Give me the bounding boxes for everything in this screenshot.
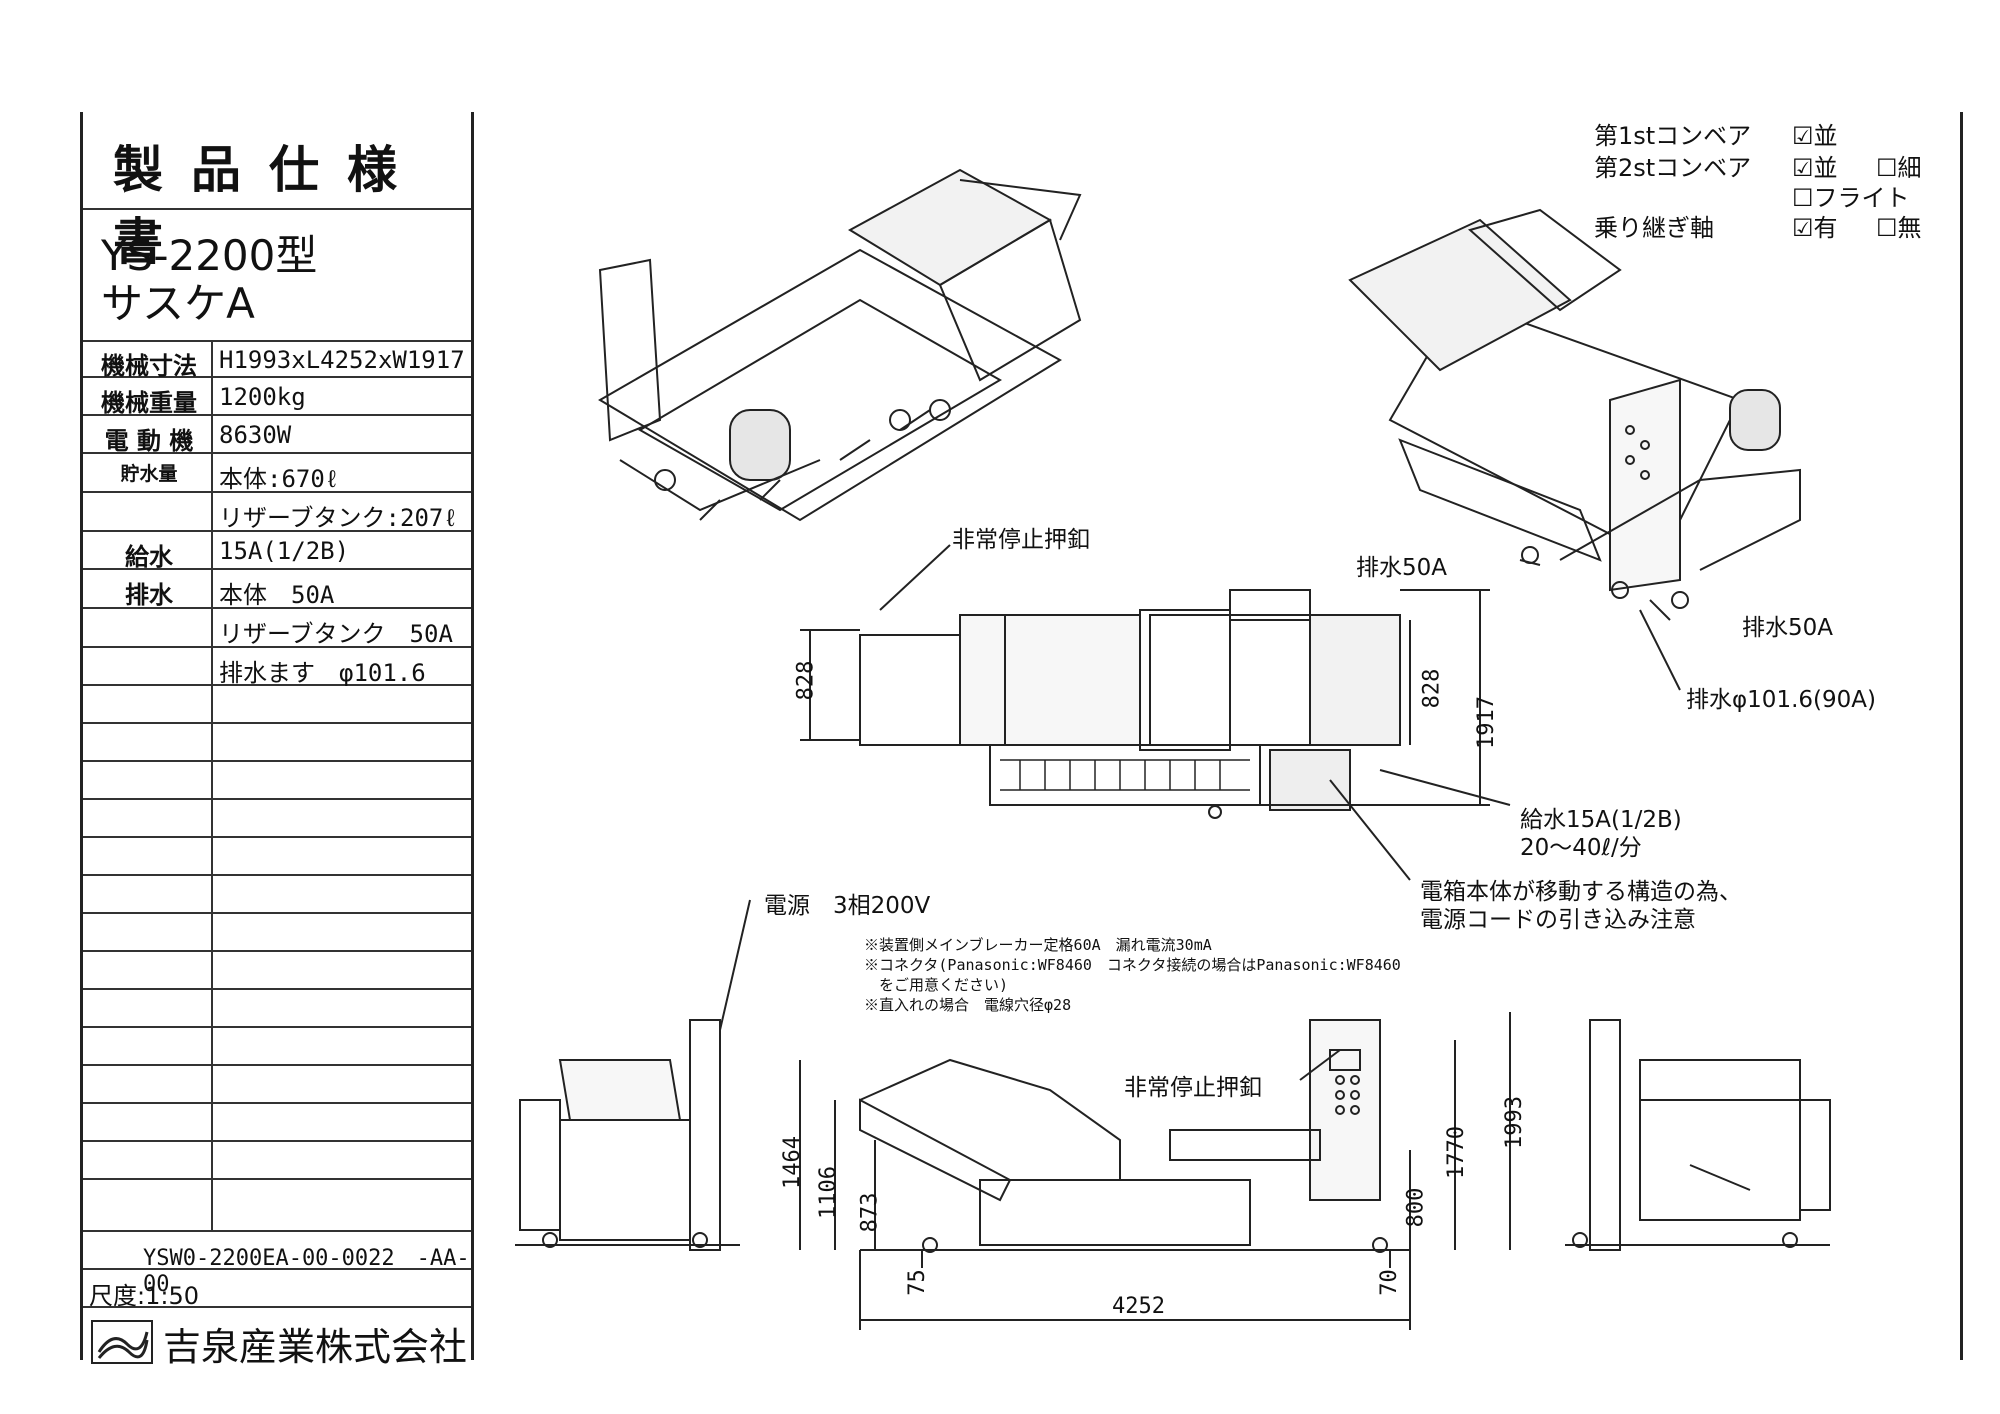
label-emergency-stop-side: 非常停止押釦 <box>1124 1075 1262 1101</box>
dim-h-1464: 1464 <box>779 1136 805 1189</box>
dim-h-70: 70 <box>1376 1269 1402 1296</box>
dim-h-1770: 1770 <box>1443 1126 1469 1179</box>
company-logo <box>91 1320 153 1364</box>
option-conveyor1-label: 第1stコンベア <box>1594 122 1752 150</box>
label-water-supply: 給水15A(1/2B) <box>1520 807 1682 833</box>
label-emergency-stop-top: 非常停止押釦 <box>952 527 1090 553</box>
isometric-view-right <box>1348 208 1801 609</box>
spec-value-drain-body: 本体 50A <box>219 581 335 609</box>
label-drain-50a-left: 排水50A <box>1356 555 1448 581</box>
spec-label-drain: 排水 <box>125 581 173 609</box>
label-cable-note-1: 電箱本体が移動する構造の為、 <box>1420 879 1742 905</box>
option-conveyor2-flight-checkbox[interactable]: ☐フライト <box>1792 184 1910 212</box>
top-view <box>800 589 1490 819</box>
title-block: 製品仕様書 YS-2200型 サスケA 機械寸法 H1993xL4252xW19… <box>80 112 474 1369</box>
label-drain-pipe: 排水φ101.6(90A) <box>1686 687 1876 713</box>
note-direct-wiring: ※直入れの場合 電線穴径φ28 <box>864 996 1072 1014</box>
spec-value-motor: 8630W <box>219 421 292 449</box>
dim-top-width-left: 828 <box>793 660 819 701</box>
spec-label-motor: 電 動 機 <box>104 427 194 455</box>
spec-value-drain-basin: 排水ます φ101.6 <box>219 659 426 687</box>
spec-value-water-storage-body: 本体:670ℓ <box>219 465 340 493</box>
spec-label-weight: 機械重量 <box>101 389 197 417</box>
option-conveyor2-label: 第2stコンベア <box>1594 154 1752 182</box>
option-transfer-shaft-label: 乗り継ぎ軸 <box>1594 214 1714 242</box>
side-view <box>799 1012 1511 1330</box>
spec-value-weight: 1200kg <box>219 383 306 411</box>
spec-label-water-supply: 給水 <box>125 543 173 571</box>
label-water-flow: 20～40ℓ/分 <box>1520 835 1642 861</box>
dim-h-800: 800 <box>1403 1187 1429 1228</box>
spec-label-water-storage: 貯水量 <box>120 463 178 485</box>
end-view-left <box>515 1019 740 1251</box>
spec-value-dimensions: H1993xL4252xW1917 <box>219 346 465 374</box>
dim-h-1993: 1993 <box>1501 1096 1527 1149</box>
option-transfer-shaft-yes-checkbox[interactable]: ☑有 <box>1792 214 1838 242</box>
spec-value-drain-tank: リザーブタンク 50A <box>219 620 453 648</box>
frame-right-border <box>1960 112 1963 1360</box>
note-connector-cont: をご用意ください) <box>864 976 1009 994</box>
scale: 尺度:1:50 <box>89 1282 199 1310</box>
dim-length: 4252 <box>1112 1294 1165 1319</box>
spec-value-water-storage-tank: リザーブタンク:207ℓ <box>219 504 458 532</box>
note-breaker: ※装置側メインブレーカー定格60A 漏れ電流30mA <box>864 936 1212 954</box>
dim-h-1106: 1106 <box>815 1166 841 1219</box>
end-view-right <box>1565 1019 1831 1251</box>
model-number: YS-2200型 <box>101 231 318 280</box>
model-name: サスケA <box>101 279 255 328</box>
option-transfer-shaft-no-checkbox[interactable]: ☐無 <box>1876 214 1922 242</box>
spec-value-water-supply: 15A(1/2B) <box>219 537 350 565</box>
spec-label-dimensions: 機械寸法 <box>101 352 197 380</box>
option-conveyor2-fine-checkbox[interactable]: ☐細 <box>1876 154 1922 182</box>
dim-h-75: 75 <box>904 1269 930 1296</box>
label-cable-note-2: 電源コードの引き込み注意 <box>1420 907 1696 933</box>
dim-top-width-right: 828 <box>1419 668 1445 709</box>
drawing-number: YSW0-2200EA-00-0022 -AA-00 <box>143 1246 470 1297</box>
option-conveyor2-standard-checkbox[interactable]: ☑並 <box>1792 154 1838 182</box>
dim-total-width: 1917 <box>1473 696 1499 749</box>
note-connector: ※コネクタ(Panasonic:WF8460 コネクタ接続の場合はPanason… <box>864 956 1401 974</box>
isometric-view-left <box>598 168 1082 522</box>
label-power: 電源 3相200V <box>764 893 931 919</box>
document-title: 製品仕様書 <box>113 141 425 271</box>
company-name: 吉泉産業株式会社 <box>163 1325 468 1369</box>
option-conveyor1-standard-checkbox[interactable]: ☑並 <box>1792 122 1838 150</box>
label-drain-50a-right: 排水50A <box>1742 615 1834 641</box>
dim-h-873: 873 <box>857 1192 883 1233</box>
